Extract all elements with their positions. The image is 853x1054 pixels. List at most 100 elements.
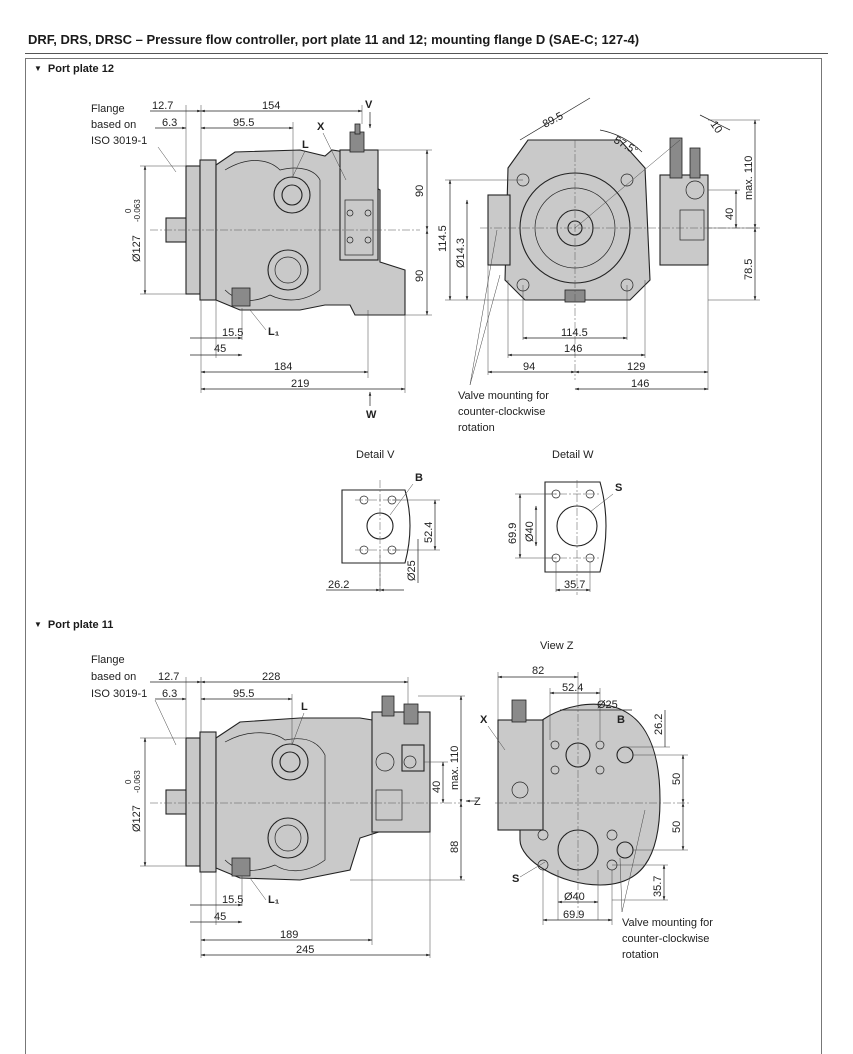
view-W-label: W [366,409,377,421]
tolerance-upper: 0 [124,779,133,784]
valve-note-line2: counter-clockwise [458,406,545,418]
view-V-label: V [365,99,373,111]
tolerance-lower: -0.063 [133,199,142,222]
detail-W: Detail W S 69.9 Ø40 35.7 [507,449,622,595]
port-L-label: L [302,139,309,151]
dim-52-4: 52.4 [423,522,435,543]
dim-129: 129 [627,361,645,373]
dim-40: 40 [431,781,443,793]
dim-88: 88 [449,841,461,853]
flange-note-line2: based on [91,671,136,683]
controller-valve-front [659,174,709,266]
plate12-side-view: Flange based on ISO 3019-1 12.7 6.3 [91,99,432,421]
dim-95-5: 95.5 [233,688,254,700]
dim-89-5: 89.5 [541,110,566,131]
dim-10: 10 [708,119,725,136]
dim-146-upper: 146 [564,343,582,355]
tolerance-upper: 0 [124,208,133,213]
dim-dia-25: Ø25 [597,699,618,711]
dim-40: 40 [724,208,736,220]
valve-note-line3: rotation [458,422,495,434]
dim-dia-14-3: Ø14.3 [455,238,467,268]
dim-dia-127: Ø127 [131,805,143,832]
title-rule [25,53,828,54]
port-L-label: L [301,701,308,713]
dim-26-2: 26.2 [653,714,665,735]
dim-dia-127: Ø127 [131,235,143,262]
dim-50-lower: 50 [671,821,683,833]
dim-90-lower: 90 [414,270,426,282]
section-header-plate12[interactable]: ▼Port plate 12 [34,63,114,75]
valve-note-line1: Valve mounting for [622,917,713,929]
detail-W-title: Detail W [552,449,594,461]
port-B-label: B [617,714,625,726]
section-title: Port plate 11 [47,619,114,631]
dim-90-upper: 90 [414,185,426,197]
dim-69-9: 69.9 [563,909,584,921]
port-L-boss [273,176,311,214]
detail-V: Detail V B 52.4 Ø25 26.2 [326,449,440,592]
controller-valve-view-z [497,719,544,831]
port-X-label: X [317,121,325,133]
page-title: DRF, DRS, DRSC – Pressure flow controlle… [28,32,640,47]
dim-146-lower: 146 [631,378,649,390]
mounting-flange-front [504,139,651,301]
dim-184: 184 [274,361,292,373]
view-Z: View Z 82 52.4 Ø25 26.2 B X 50 [480,640,713,961]
dim-dia-40: Ø40 [564,891,585,903]
dim-114-5-vertical: 114.5 [437,225,449,252]
dim-26-2: 26.2 [328,579,349,591]
dim-45: 45 [214,911,226,923]
dim-228: 228 [262,671,280,683]
valve-note-line3: rotation [622,949,659,961]
dim-154: 154 [262,100,280,112]
dim-max-110: max. 110 [743,156,755,200]
section-header-plate11[interactable]: ▼ Port plate 11 [34,619,113,631]
dim-114-5-horizontal: 114.5 [561,327,588,339]
tolerance-lower: -0.063 [133,770,142,793]
dim-82: 82 [532,665,544,677]
collapse-triangle-icon[interactable]: ▼ [34,64,42,73]
port-L1-label: L₁ [268,326,280,338]
dim-12-7: 12.7 [152,100,173,112]
flange-note-line1: Flange [91,654,125,666]
flange-note-line2: based on [91,119,136,131]
dim-78-5: 78.5 [743,259,755,280]
plate11-side-view: Flange based on ISO 3019-1 12.7 6.3 228 [91,654,481,958]
collapse-triangle-icon[interactable]: ▼ [34,620,42,629]
dim-95-5: 95.5 [233,117,254,129]
flange-note-line1: Flange [91,103,125,115]
dim-219: 219 [291,378,309,390]
dim-35-7: 35.7 [564,579,585,591]
port-S-label: S [615,482,622,494]
dim-6-3: 6.3 [162,688,177,700]
port-L1-label: L₁ [268,894,280,906]
dim-dia-40: Ø40 [524,521,536,542]
dim-6-3: 6.3 [162,117,177,129]
port-S-label: S [512,873,519,885]
dim-45: 45 [214,343,226,355]
dim-52-4: 52.4 [562,682,583,694]
dim-245: 245 [296,944,314,956]
dim-35-7: 35.7 [652,876,664,897]
valve-note-line1: Valve mounting for [458,390,549,402]
controller-valve [339,149,379,261]
view-Z-title: View Z [540,640,574,652]
dim-dia-25: Ø25 [406,560,418,581]
drawing-frame [25,58,822,1054]
dim-12-7: 12.7 [158,671,179,683]
dim-15-5: 15.5 [222,327,243,339]
dim-max-110: max. 110 [449,746,461,790]
dim-50-upper: 50 [671,773,683,785]
flange-note-line3: ISO 3019-1 [91,135,147,147]
port-X-label: X [480,714,488,726]
plate12-front-view: 89.5 57.5° 10 max. 110 40 78.5 114.5 Ø14… [437,97,760,434]
dim-15-5: 15.5 [222,894,243,906]
dim-189: 189 [280,929,298,941]
controller-valve [371,711,431,833]
dim-94: 94 [523,361,535,373]
view-Z-marker: Z [474,796,481,808]
detail-V-title: Detail V [356,449,395,461]
port-B-label: B [415,472,423,484]
